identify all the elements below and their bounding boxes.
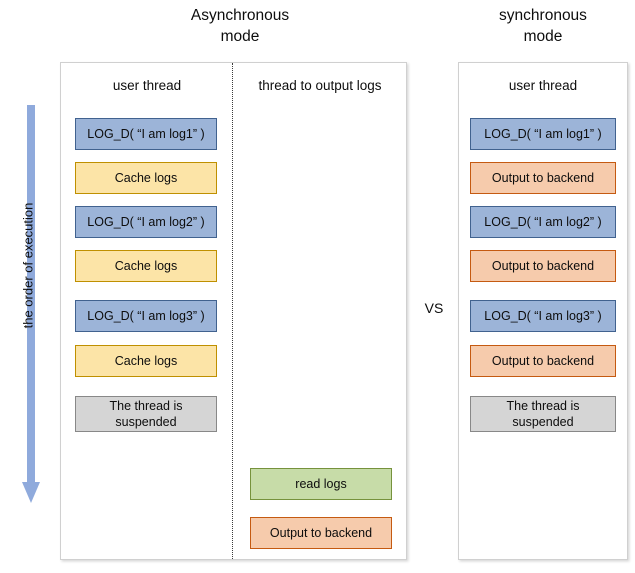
suspend-label-line1: The thread is [506,399,580,413]
sync-step-log1[interactable]: LOG_D( “I am log1” ) [470,118,616,150]
async-step-read-logs[interactable]: read logs [250,468,392,500]
suspend-label-line2: suspended [115,415,177,429]
async-step-cache2[interactable]: Cache logs [75,250,217,282]
sync-mode-title-line1: synchronous [499,7,587,24]
column-header-user-thread-sync: user thread [508,78,578,93]
sync-step-output3[interactable]: Output to backend [470,345,616,377]
async-step-output-to-backend[interactable]: Output to backend [250,517,392,549]
async-step-cache1[interactable]: Cache logs [75,162,217,194]
async-step-cache3[interactable]: Cache logs [75,345,217,377]
async-step-log2[interactable]: LOG_D( “I am log2” ) [75,206,217,238]
async-step-log3[interactable]: LOG_D( “I am log3” ) [75,300,217,332]
sync-step-log2[interactable]: LOG_D( “I am log2” ) [470,206,616,238]
arrow-down-icon [22,482,40,503]
async-mode-title-line2: mode [220,28,260,45]
vs-label: VS [424,300,444,316]
order-of-execution-label: the order of execution [20,202,36,329]
async-step-log1[interactable]: LOG_D( “I am log1” ) [75,118,217,150]
sync-step-log3[interactable]: LOG_D( “I am log3” ) [470,300,616,332]
column-header-output-log-thread: thread to output logs [258,78,382,93]
sync-step-thread-suspended: The thread is suspended [470,396,616,432]
order-of-execution-arrow [22,105,40,503]
async-mode-title: Asynchronous mode [145,5,335,47]
suspend-label-line2: suspended [512,415,574,429]
async-step-thread-suspended: The thread is suspended [75,396,217,432]
sync-mode-title: synchronous mode [448,5,635,47]
arrow-shaft [27,105,35,483]
sync-step-output1[interactable]: Output to backend [470,162,616,194]
thread-divider [232,63,233,559]
column-header-user-thread-async: user thread [112,78,182,93]
sync-mode-title-line2: mode [523,28,563,45]
sync-step-output2[interactable]: Output to backend [470,250,616,282]
async-mode-title-line1: Asynchronous [190,7,290,24]
suspend-label-line1: The thread is [109,399,183,413]
